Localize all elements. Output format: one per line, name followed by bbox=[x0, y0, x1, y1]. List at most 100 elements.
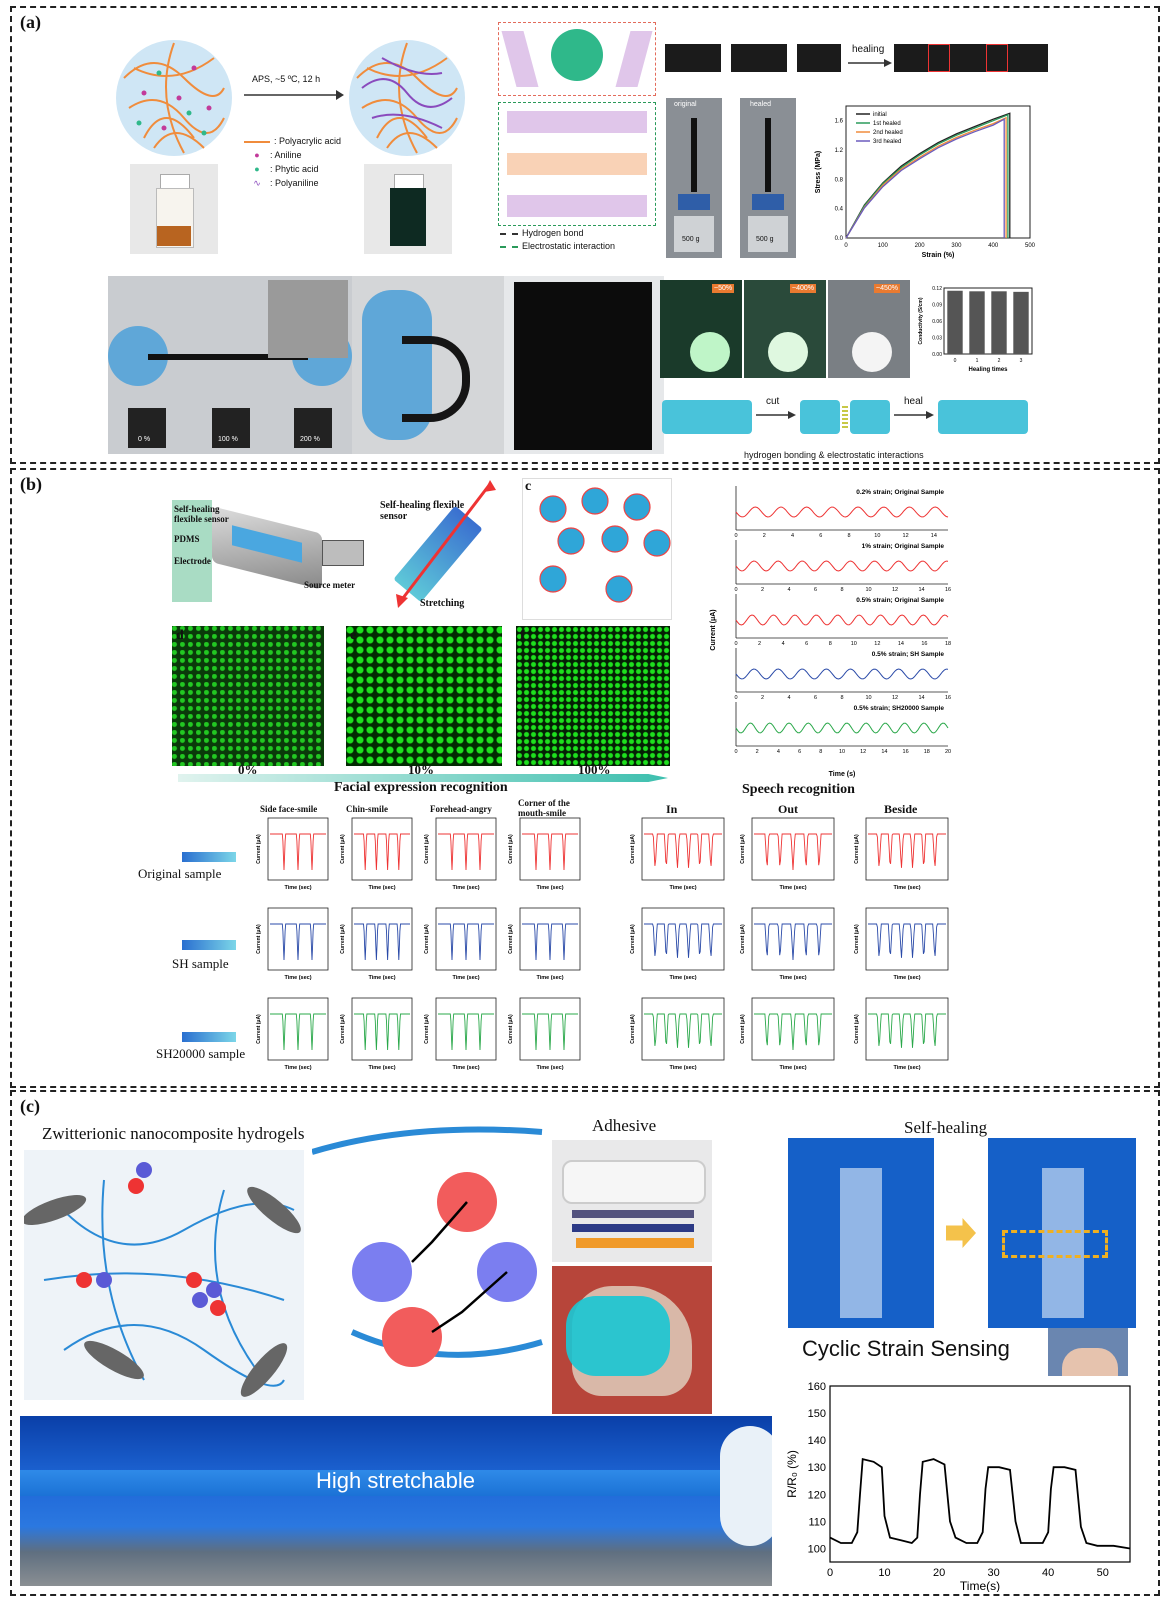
signal-xlabel: Time (sec) bbox=[669, 885, 696, 891]
stack-xtick: 14 bbox=[881, 749, 887, 755]
stress-ytick: 0.0 bbox=[835, 236, 844, 242]
stack-xtick: 0 bbox=[734, 533, 737, 539]
hydrogel-network-diagram bbox=[24, 1150, 304, 1400]
signal-xlabel: Time (sec) bbox=[452, 1065, 479, 1071]
stack-signal-line bbox=[735, 506, 949, 518]
signal-plot-frame bbox=[519, 997, 581, 1061]
col-label-in: In bbox=[666, 802, 678, 816]
stress-xtick: 0 bbox=[844, 243, 848, 249]
panel-c-label: (c) bbox=[20, 1096, 40, 1116]
stack-xtick: 10 bbox=[865, 587, 871, 593]
stack-signal-line bbox=[735, 560, 949, 572]
zwitterionic-title: Zwitterionic nanocomposite hydrogels bbox=[42, 1124, 305, 1143]
stress-ytick: 1.2 bbox=[835, 148, 844, 154]
healed-strip bbox=[894, 44, 1048, 72]
signal-ylabel: Current (μA) bbox=[340, 924, 346, 954]
cut-strip-2 bbox=[731, 44, 787, 72]
row-label-original: Original sample bbox=[138, 866, 222, 881]
signal-plot-frame bbox=[351, 907, 413, 971]
stress-series-line bbox=[845, 113, 1009, 239]
cond-bar bbox=[1013, 291, 1029, 354]
cond-bar bbox=[991, 291, 1007, 354]
stack-xtick: 6 bbox=[814, 695, 817, 701]
cond-bar bbox=[947, 290, 963, 354]
signal-xlabel: Time (sec) bbox=[893, 975, 920, 981]
healing-arrow-icon bbox=[848, 59, 892, 67]
stack-signal-line bbox=[735, 722, 949, 734]
stack-xtick: 2 bbox=[758, 641, 761, 647]
stretch-photo: 0 % 100 % 200 % bbox=[108, 276, 352, 454]
micrograph-f: f bbox=[516, 626, 670, 766]
stack-title: 0.2% strain; Original Sample bbox=[856, 489, 944, 496]
led-photo-2: ~400% bbox=[744, 280, 826, 378]
stack-xtick: 8 bbox=[819, 749, 822, 755]
cyclic-xtick: 50 bbox=[1097, 1567, 1109, 1579]
signal-plot-frame bbox=[519, 907, 581, 971]
col-label-mouth: Corner of the mouth-smile bbox=[518, 798, 570, 818]
signal-ylabel: Current (μA) bbox=[256, 1014, 262, 1044]
heal-arrow-icon bbox=[894, 411, 934, 419]
signal-xlabel: Time (sec) bbox=[284, 885, 311, 891]
self-healing-photo-after bbox=[988, 1138, 1136, 1328]
stack-xtick: 12 bbox=[874, 641, 880, 647]
stack-xtick: 2 bbox=[756, 749, 759, 755]
signal-plot-frame bbox=[751, 907, 835, 971]
cond-ytick: 0.00 bbox=[932, 352, 942, 358]
vial-photo-after bbox=[364, 164, 452, 254]
micro-pct-0: 0% bbox=[238, 762, 258, 777]
signal-line bbox=[438, 1013, 494, 1051]
cond-ytick: 0.12 bbox=[932, 286, 942, 292]
cond-xtick: 1 bbox=[976, 358, 979, 364]
signal-line bbox=[438, 923, 494, 961]
signal-ylabel: Current (μA) bbox=[508, 1014, 514, 1044]
tensile-photo-original: original 500 g bbox=[666, 98, 722, 258]
signal-plot-frame bbox=[267, 817, 329, 881]
signal-xlabel: Time (sec) bbox=[284, 1065, 311, 1071]
cyclic-ytick: 130 bbox=[808, 1462, 826, 1474]
signal-xlabel: Time (sec) bbox=[368, 885, 395, 891]
stress-xtick: 400 bbox=[988, 243, 999, 249]
bend-photo bbox=[352, 276, 504, 454]
cond-xlabel: Healing times bbox=[968, 367, 1008, 373]
stress-legend-label: 2nd healed bbox=[873, 130, 903, 136]
stack-signal-line bbox=[735, 668, 949, 680]
signal-ylabel: Current (μA) bbox=[854, 924, 860, 954]
cond-xtick: 2 bbox=[998, 358, 1001, 364]
cyclic-xtick: 40 bbox=[1042, 1567, 1054, 1579]
signal-ylabel: Current (μA) bbox=[740, 1014, 746, 1044]
col-label-side-face: Side face-smile bbox=[260, 804, 318, 814]
signal-xlabel: Time (sec) bbox=[452, 975, 479, 981]
stress-series-line bbox=[845, 116, 1007, 239]
signal-ylabel: Current (μA) bbox=[256, 834, 262, 864]
adhesive-photo-finger bbox=[552, 1266, 712, 1414]
cond-xtick: 0 bbox=[954, 358, 957, 364]
stack-xtick: 10 bbox=[839, 749, 845, 755]
signal-xlabel: Time (sec) bbox=[779, 885, 806, 891]
signal-ylabel: Current (μA) bbox=[424, 924, 430, 954]
stack-title: 0.5% strain; Original Sample bbox=[856, 597, 944, 604]
stack-xtick: 0 bbox=[734, 695, 737, 701]
stack-xtick: 20 bbox=[945, 749, 951, 755]
signal-xlabel: Time (sec) bbox=[368, 1065, 395, 1071]
stack-xtick: 10 bbox=[865, 695, 871, 701]
stress-ytick: 1.6 bbox=[835, 119, 844, 125]
signal-ylabel: Current (μA) bbox=[854, 834, 860, 864]
signal-plot-frame bbox=[641, 907, 725, 971]
stack-xtick: 4 bbox=[777, 749, 780, 755]
signal-ylabel: Current (μA) bbox=[256, 924, 262, 954]
cyclic-xtick: 30 bbox=[988, 1567, 1000, 1579]
stack-xtick: 0 bbox=[734, 641, 737, 647]
healing-label: healing bbox=[852, 44, 885, 55]
col-label-beside: Beside bbox=[884, 802, 918, 816]
signal-line bbox=[270, 923, 326, 961]
vial-photo-before bbox=[130, 164, 218, 254]
stack-xtick: 2 bbox=[761, 587, 764, 593]
legend-aniline: ●: Aniline bbox=[254, 150, 302, 160]
block-before-cut bbox=[662, 400, 752, 434]
adhesive-label: Adhesive bbox=[592, 1116, 657, 1135]
stack-xtick: 18 bbox=[924, 749, 930, 755]
cyclic-ytick: 110 bbox=[808, 1516, 826, 1528]
led-photo-1: ~50% bbox=[660, 280, 742, 378]
signal-line bbox=[868, 1013, 946, 1048]
